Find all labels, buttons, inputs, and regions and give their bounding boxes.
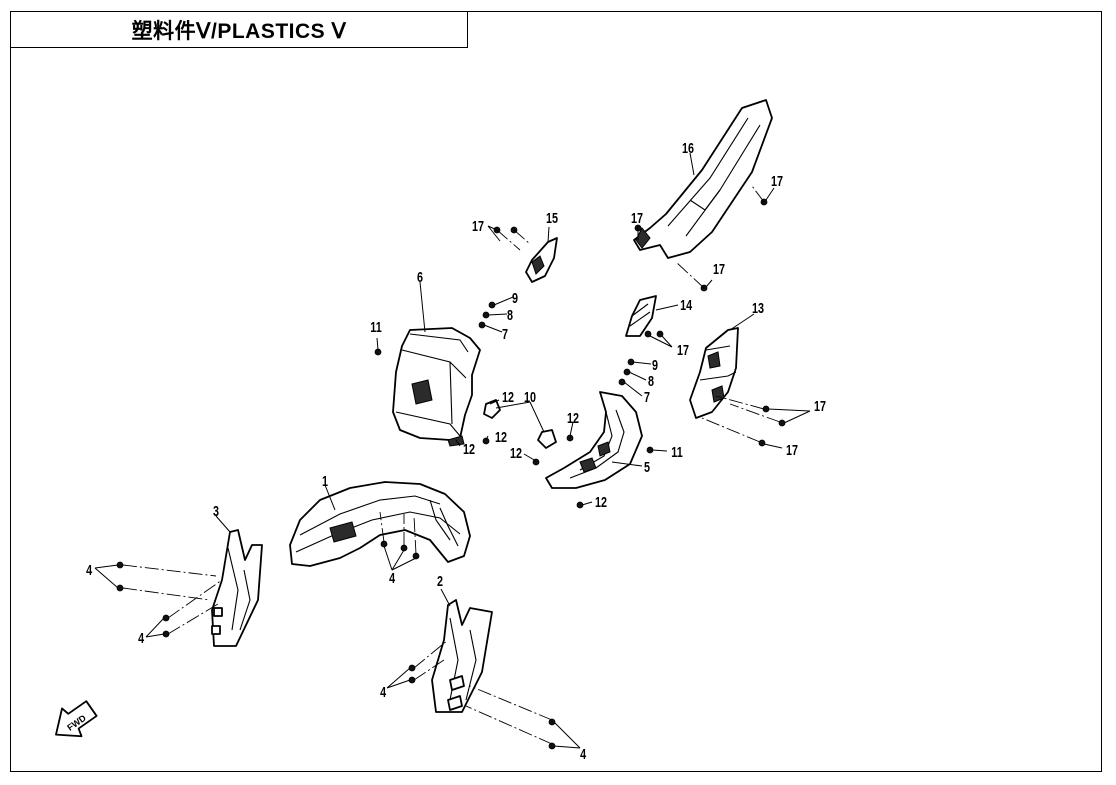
- callout-11b: 11: [671, 443, 682, 460]
- callout-4e: 4: [580, 745, 587, 762]
- callout-12a: 12: [502, 388, 514, 405]
- callout-16: 16: [682, 139, 694, 156]
- callout-4c: 4: [389, 569, 396, 586]
- callout-12b: 12: [567, 409, 579, 426]
- callout-17g: 17: [786, 441, 798, 458]
- callout-1: 1: [322, 472, 328, 489]
- part-3-fork-guard-left: [211, 529, 263, 647]
- part-2-fork-guard-right: [431, 599, 493, 713]
- part-6-headlight-housing: [392, 327, 481, 447]
- callout-labels: 1 2 3 4 4 4 4 4 5 6 7 7 8 8 9 9 10 11 11…: [86, 139, 826, 762]
- callout-4d: 4: [380, 683, 387, 700]
- callout-13: 13: [752, 299, 764, 316]
- part-5-lower-cowl: [545, 391, 643, 489]
- callout-17f: 17: [814, 397, 826, 414]
- part-1-front-fender: [289, 481, 471, 567]
- callout-8b: 8: [648, 372, 654, 389]
- callout-12d: 12: [463, 440, 475, 457]
- callout-17c: 17: [713, 260, 725, 277]
- callout-12c: 12: [495, 428, 507, 445]
- callout-15: 15: [546, 209, 558, 226]
- callout-4b: 4: [138, 629, 145, 646]
- part-16-rear-panel: [633, 99, 773, 259]
- callout-17e: 17: [677, 341, 689, 358]
- callout-17a: 17: [472, 217, 484, 234]
- assembly-lines: [122, 185, 781, 745]
- callout-17b: 17: [631, 209, 643, 226]
- callout-5: 5: [644, 458, 650, 475]
- callout-11a: 11: [370, 318, 381, 335]
- part-13-side-cover: [689, 327, 739, 419]
- fasteners: [116, 198, 786, 750]
- callout-9b: 9: [652, 356, 658, 373]
- callout-10: 10: [524, 388, 536, 405]
- callout-2: 2: [437, 572, 443, 589]
- callout-3: 3: [213, 502, 219, 519]
- callout-17d: 17: [771, 172, 783, 189]
- callout-8a: 8: [507, 306, 513, 323]
- callout-7b: 7: [644, 388, 650, 405]
- part-14-reflector: [625, 295, 657, 337]
- callout-12f: 12: [595, 493, 607, 510]
- part-10-grommets: [483, 399, 557, 449]
- callout-12e: 12: [510, 444, 522, 461]
- callout-7a: 7: [502, 325, 508, 342]
- drawing-frame: [10, 11, 1102, 772]
- leader-lines: [94, 152, 811, 749]
- callout-9a: 9: [512, 289, 518, 306]
- callout-14: 14: [680, 296, 693, 313]
- part-15-bracket: [525, 237, 558, 283]
- page-title: 塑料件Ⅴ/PLASTICS Ⅴ: [10, 11, 468, 48]
- forward-arrow-icon: FWD: [55, 700, 98, 738]
- callout-4a: 4: [86, 561, 93, 578]
- callout-6: 6: [417, 268, 423, 285]
